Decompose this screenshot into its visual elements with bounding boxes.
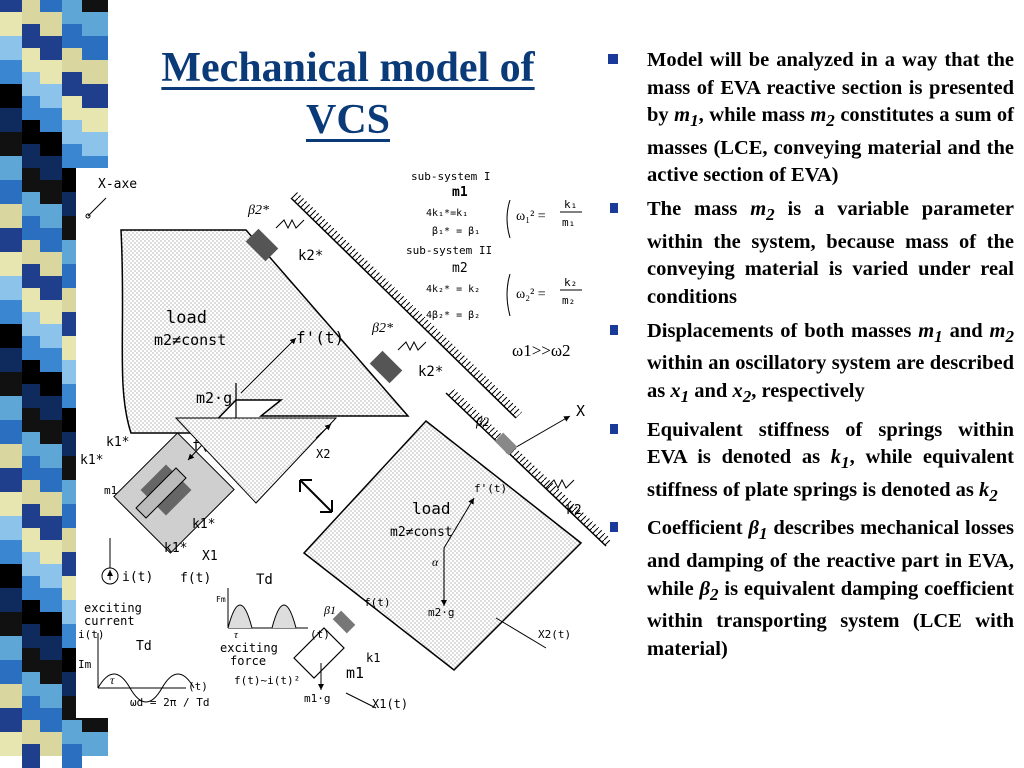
svg-text:β₁* = β₁: β₁* = β₁ xyxy=(432,226,480,237)
beta2-star-top: β2* xyxy=(247,203,269,218)
k2-star-mid: k2* xyxy=(418,364,443,380)
bullet-item: The mass m2 is a variable parameter with… xyxy=(606,196,1014,311)
k1-lower: k1 xyxy=(366,651,380,665)
subsystem-1-mass: m1 xyxy=(452,185,468,200)
i-t-label: i(t) xyxy=(122,570,153,585)
square-bullet-icon xyxy=(608,203,618,214)
m1-actuator: m1 xyxy=(104,484,117,497)
svg-text:k₂: k₂ xyxy=(564,276,577,289)
exciting-current-line1: exciting xyxy=(84,601,142,615)
bullet-item: Model will be analyzed in a way that the… xyxy=(606,47,1014,190)
slide-title: Mechanical model of VCS xyxy=(118,42,578,146)
f-prime-lower: f'(t) xyxy=(474,482,507,495)
lower-load-block xyxy=(302,419,583,671)
x2-label-upper: X2 xyxy=(316,447,330,461)
subsystem-2-label: sub-system II xyxy=(406,244,492,257)
x2t-label: X2(t) xyxy=(538,628,571,641)
exciting-force-line2: force xyxy=(230,654,266,668)
omega-d-formula: ωd = 2π / Td xyxy=(130,696,209,709)
svg-text:4k₁*=k₁: 4k₁*=k₁ xyxy=(426,208,468,219)
upper-load-block xyxy=(120,229,410,434)
m2-const-lower: m2≠const xyxy=(390,525,453,540)
i-t-axis: i(t) xyxy=(78,628,105,641)
im-label: Im xyxy=(78,658,92,671)
title-line-2: VCS xyxy=(305,97,391,143)
k1-star-left: k1* xyxy=(80,453,103,468)
x-axe-label: X-axe xyxy=(98,177,137,192)
k2-star-top: k2* xyxy=(298,248,323,264)
f-t-lower: f(t) xyxy=(364,596,391,609)
alpha-label: α xyxy=(432,555,439,569)
square-bullet-icon xyxy=(608,54,618,64)
tau-force: τ xyxy=(234,629,239,641)
bullet-item: Coefficient β1 describes mechanical loss… xyxy=(606,515,1014,663)
load-label-upper: load xyxy=(166,308,207,328)
load-label-lower: load xyxy=(412,499,451,518)
exciting-current-line2: current xyxy=(84,614,135,628)
x-axis-label: X xyxy=(576,402,585,420)
bullet-item: Equivalent stiffness of springs within E… xyxy=(606,417,1014,510)
td-force: Td xyxy=(256,572,273,588)
svg-text:ω₂² =: ω₂² = xyxy=(516,287,546,302)
svg-text:m₂: m₂ xyxy=(562,294,575,307)
f-prime-upper: f'(t) xyxy=(296,328,344,347)
k1-star-top: k1* xyxy=(106,435,129,450)
k1-star-right: k1* xyxy=(192,517,215,532)
mechanical-model-diagram: X-axe load m2≠const f'(t) m2·g β2* k2* β… xyxy=(76,168,610,718)
m2-const-upper: m2≠const xyxy=(154,331,226,349)
svg-text:4k₂* = k₂: 4k₂* = k₂ xyxy=(426,284,480,295)
bullet-list: Model will be analyzed in a way that the… xyxy=(606,47,1014,670)
beta1-lower: β1 xyxy=(323,603,336,617)
exciting-force-line1: exciting xyxy=(220,641,278,655)
omega-relation: ω1>>ω2 xyxy=(512,341,571,360)
mg-upper: m2·g xyxy=(196,389,232,407)
t-force: (t) xyxy=(310,628,330,641)
beta2-lower: β2 xyxy=(475,414,489,429)
m1g-lower: m1·g xyxy=(304,692,331,705)
svg-text:k₁: k₁ xyxy=(564,198,577,211)
x1t-label: X1(t) xyxy=(372,697,408,711)
square-bullet-icon xyxy=(608,324,618,335)
tau-current: τ xyxy=(110,673,115,687)
t-current: (t) xyxy=(188,680,208,693)
beta2-star-mid: β2* xyxy=(371,321,393,336)
mg-lower: m2·g xyxy=(428,606,455,619)
square-bullet-icon xyxy=(608,423,618,434)
bullet-item: Displacements of both masses m1 and m2 w… xyxy=(606,318,1014,411)
m1-lower: m1 xyxy=(346,664,364,682)
k2-lower: k2 xyxy=(566,503,582,518)
subsystem-2-mass: m2 xyxy=(452,261,468,276)
svg-text:m₁: m₁ xyxy=(562,216,575,229)
svg-text:ω₁² =: ω₁² = xyxy=(516,209,546,224)
f-t-axis: f(t) xyxy=(180,571,211,586)
fm-label: Fm xyxy=(216,595,226,604)
td-current: Td xyxy=(136,639,152,654)
subsystem-1-label: sub-system I xyxy=(411,170,490,183)
k1-star-bottom: k1* xyxy=(164,541,187,556)
f-approx-formula: f(t)~i(t)² xyxy=(234,674,300,687)
title-line-1: Mechanical model of xyxy=(161,45,535,91)
svg-text:4β₂* = β₂: 4β₂* = β₂ xyxy=(426,310,480,321)
square-bullet-icon xyxy=(608,522,618,533)
x1-label-actuator: X1 xyxy=(202,549,218,564)
